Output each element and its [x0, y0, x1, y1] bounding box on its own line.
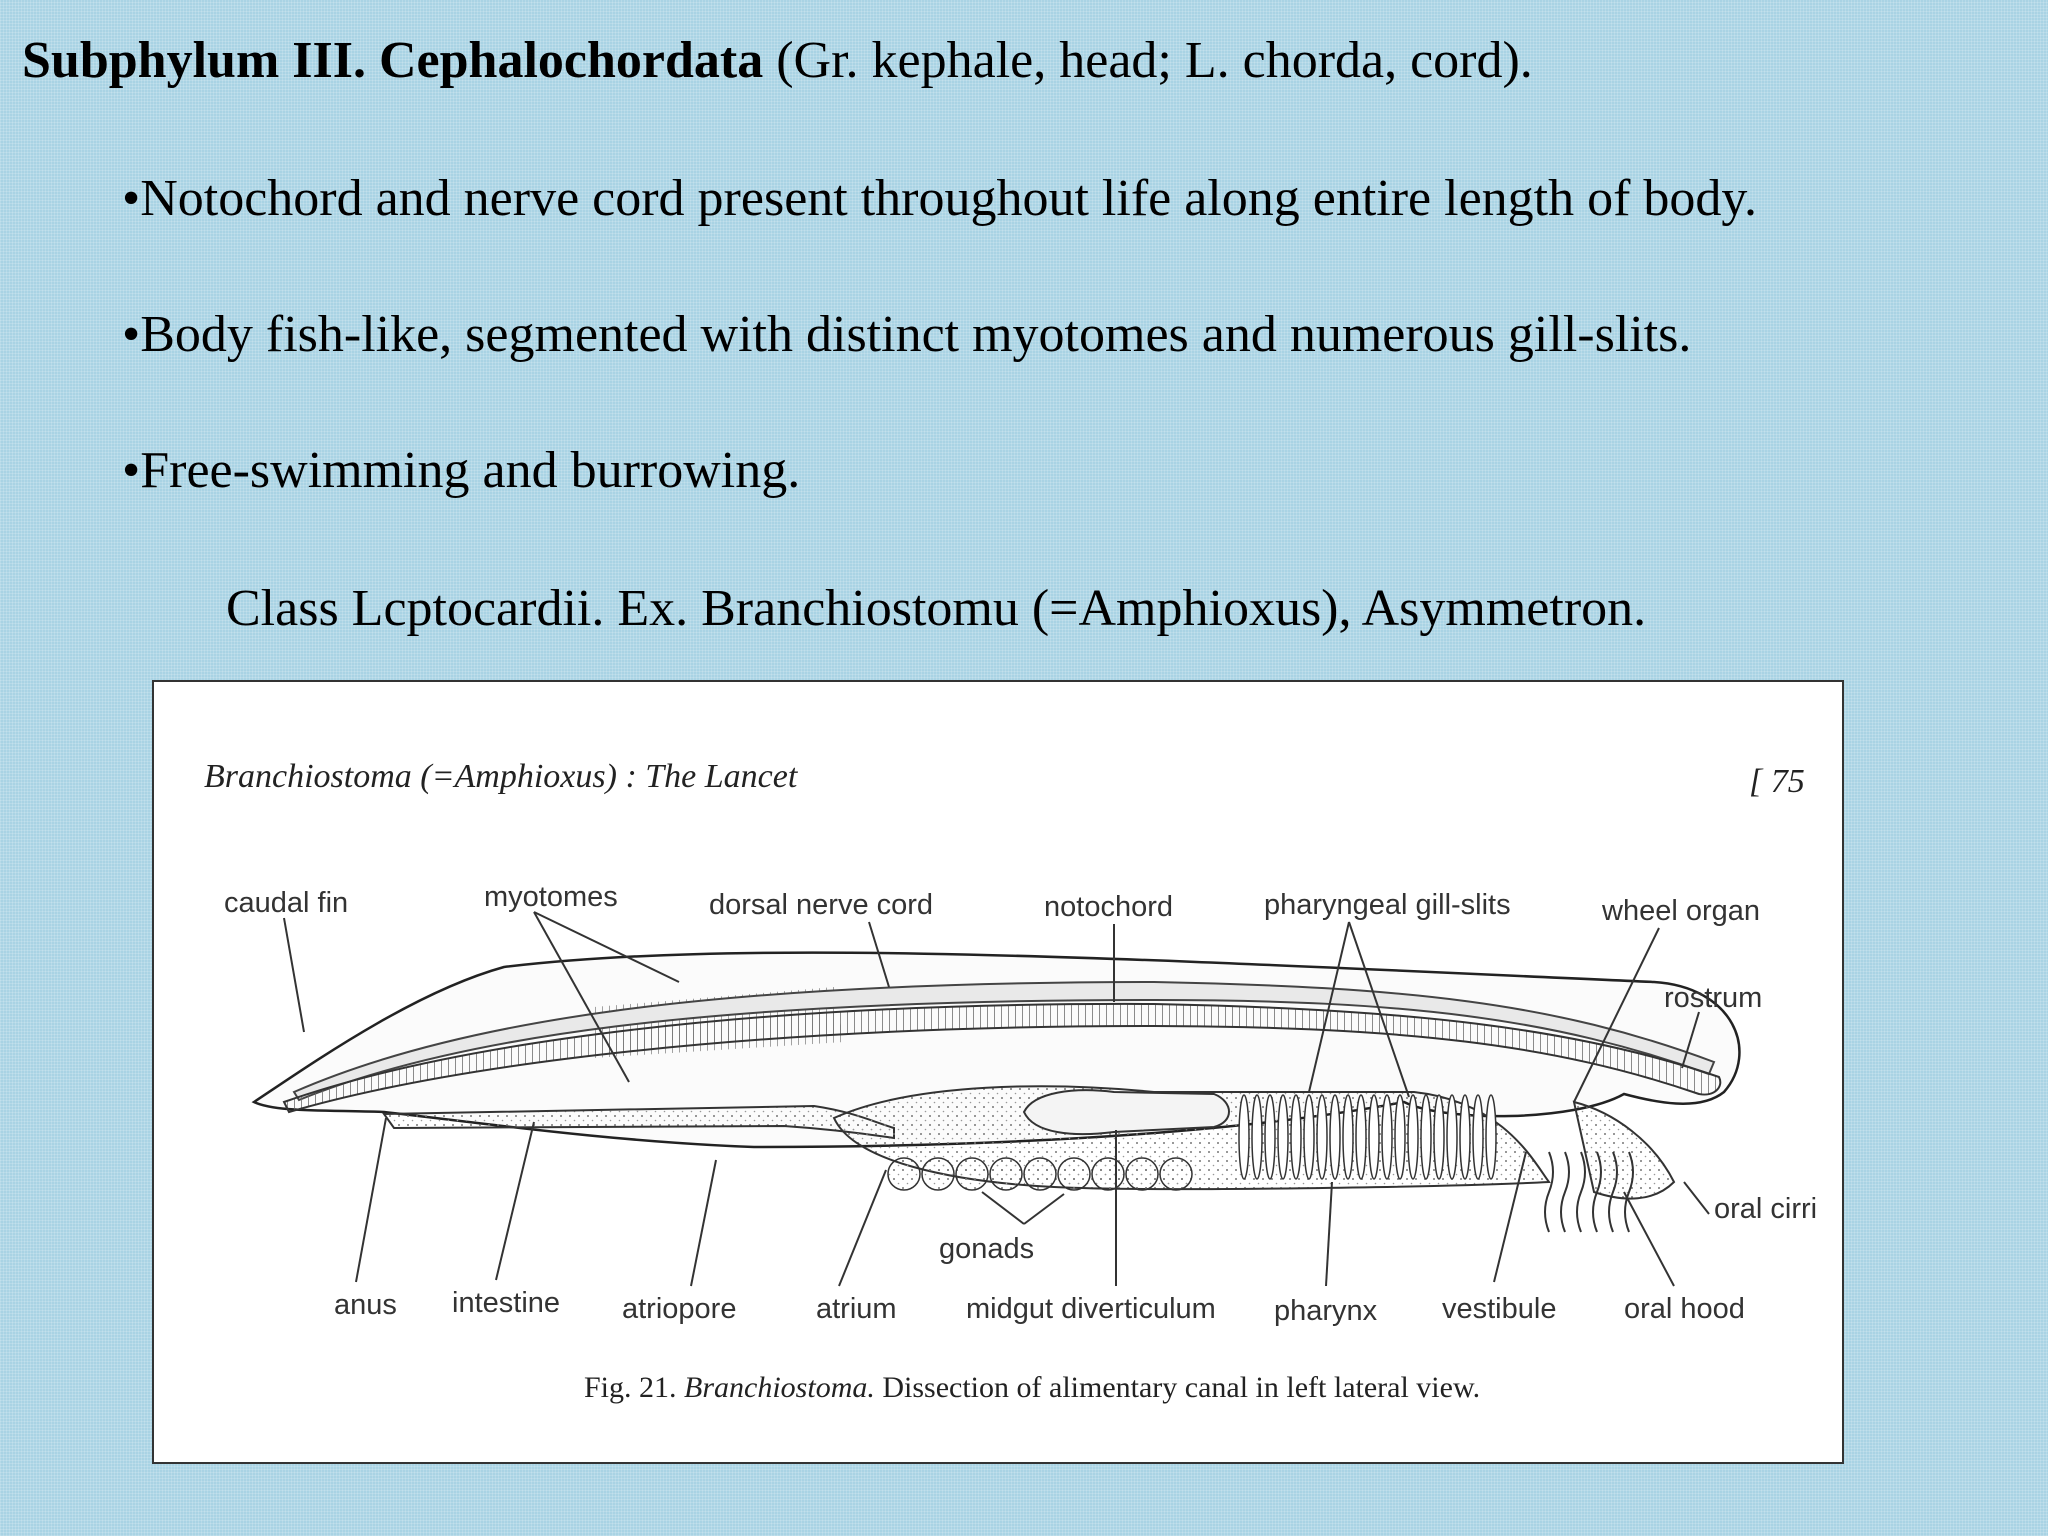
label-gonads: gonads	[939, 1233, 1034, 1265]
title-etymology: (Gr. kephale, head; L. chorda, cord).	[763, 32, 1533, 89]
gill-slit	[1368, 1094, 1380, 1180]
gill-slit	[1472, 1094, 1484, 1180]
gonad	[989, 1157, 1023, 1191]
label-vestibule: vestibule	[1442, 1293, 1556, 1325]
oral-cirrus	[1560, 1151, 1570, 1233]
figure-header: Branchiostoma (=Amphioxus) : The Lancet	[204, 758, 799, 795]
label-caudal-fin: caudal fin	[224, 887, 348, 919]
oral-cirrus	[1544, 1151, 1554, 1233]
label-atrium: atrium	[816, 1293, 897, 1325]
gonad	[955, 1157, 989, 1191]
title-bold-part: Subphylum III. Cephalochordata	[22, 32, 764, 89]
gonad	[1023, 1157, 1057, 1191]
oral-cirrus	[1608, 1151, 1618, 1233]
lancet-diagram: Branchiostoma (=Amphioxus) : The Lancet …	[204, 758, 1817, 1404]
gill-slit	[1303, 1094, 1315, 1180]
label-atriopore: atriopore	[622, 1293, 736, 1325]
gill-slit	[1329, 1094, 1341, 1180]
oral-cirrus	[1592, 1151, 1602, 1233]
gill-slit	[1316, 1094, 1328, 1180]
caption-text: Dissection of alimentary canal in left l…	[875, 1371, 1480, 1404]
oral-hood-shape	[1572, 1100, 1676, 1200]
label-intestine: intestine	[452, 1287, 560, 1319]
gill-slit	[1238, 1094, 1250, 1180]
notochord-band	[282, 1002, 1722, 1114]
gill-slit	[1251, 1094, 1263, 1180]
gill-slit	[1394, 1094, 1406, 1180]
label-myotomes: myotomes	[484, 881, 618, 913]
leader-lines	[283, 911, 1710, 1287]
gill-slit	[1433, 1094, 1445, 1180]
gill-slit	[1277, 1094, 1289, 1180]
label-notochord: notochord	[1044, 891, 1173, 923]
slide-title: Subphylum III. Cephalochordata (Gr. keph…	[22, 30, 1533, 92]
gill-slit	[1355, 1094, 1367, 1180]
gill-slit	[1290, 1094, 1302, 1180]
caption-prefix: Fig. 21.	[584, 1371, 684, 1404]
figure-caption: Fig. 21. Branchiostoma. Dissection of al…	[584, 1371, 1480, 1404]
label-rostrum: rostrum	[1664, 982, 1762, 1014]
gonad	[887, 1157, 921, 1191]
label-oral-cirri: oral cirri	[1714, 1193, 1817, 1225]
bullet-swimming: •Free-swimming and burrowing.	[122, 442, 801, 499]
gill-slit	[1264, 1094, 1276, 1180]
gill-slit	[1420, 1094, 1432, 1180]
label-dorsal-nerve-cord: dorsal nerve cord	[709, 889, 933, 921]
caption-genus: Branchiostoma.	[684, 1371, 875, 1404]
oral-cirri-shape	[1544, 1151, 1634, 1233]
bullet-body: •Body fish-like, segmented with distinct…	[122, 306, 1692, 363]
label-pharynx: pharynx	[1274, 1295, 1378, 1327]
gill-slit	[1342, 1094, 1354, 1180]
label-pharyngeal-gill-slits: pharyngeal gill-slits	[1264, 889, 1511, 921]
gill-slit	[1459, 1094, 1471, 1180]
figure-page-number: [ 75	[1749, 763, 1805, 800]
label-midgut-diverticulum: midgut diverticulum	[966, 1293, 1216, 1325]
label-anus: anus	[334, 1289, 397, 1321]
gill-slit	[1381, 1094, 1393, 1180]
label-oral-hood: oral hood	[1624, 1293, 1745, 1325]
gonad	[1125, 1157, 1159, 1191]
class-line: Class Lcptocardii. Ex. Branchiostomu (=A…	[226, 580, 1647, 637]
gill-slit	[1407, 1094, 1419, 1180]
pharynx-gill-slits	[1238, 1094, 1497, 1180]
label-wheel-organ: wheel organ	[1601, 895, 1760, 927]
oral-cirrus	[1576, 1151, 1586, 1233]
gonad	[1057, 1157, 1091, 1191]
gill-slit	[1485, 1094, 1497, 1180]
gill-slit	[1446, 1094, 1458, 1180]
gonad	[1091, 1157, 1125, 1191]
gonads-group	[887, 1157, 1193, 1191]
oral-cirrus	[1624, 1151, 1634, 1233]
midgut-diverticulum-shape	[1022, 1089, 1230, 1136]
bullet-notochord: •Notochord and nerve cord present throug…	[122, 170, 1758, 227]
lancet-figure: Branchiostoma (=Amphioxus) : The Lancet …	[152, 680, 1844, 1464]
gonad	[921, 1157, 955, 1191]
gonad	[1159, 1157, 1193, 1191]
